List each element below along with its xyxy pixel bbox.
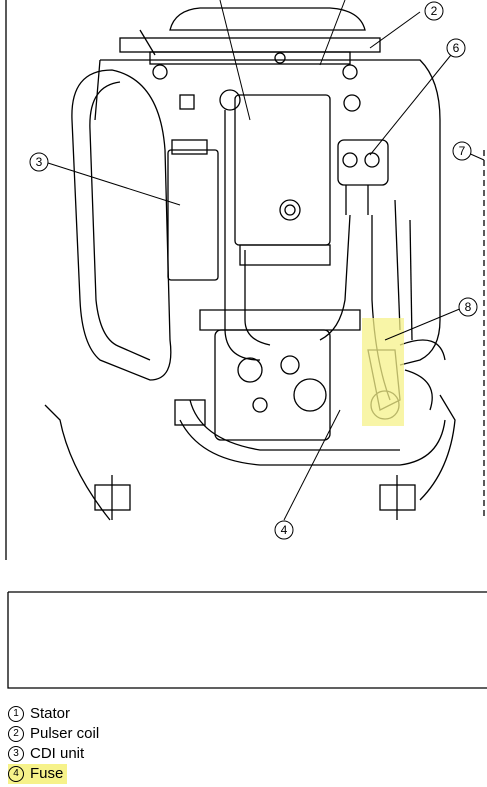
svg-text:6: 6 [453,41,460,55]
legend-label: Stator [30,705,71,722]
right-bracket [419,394,456,501]
legend-item-cdi-unit: 3 CDI unit [8,744,308,764]
legend-number: 1 [8,706,24,723]
legend-label: Fuse [30,765,64,782]
legend-item-stator: 1 Stator [8,704,308,724]
fuse-highlight [362,318,404,426]
svg-text:7: 7 [459,144,466,158]
legend-item-fuse: 4 Fuse [8,764,68,784]
legend-item-pulser-coil: 2 Pulser coil [8,724,308,744]
svg-text:8: 8 [465,300,472,314]
legend-number: 4 [8,766,24,783]
svg-text:4: 4 [281,523,288,537]
legend-number: 2 [8,726,24,743]
legend-label: CDI unit [30,745,85,762]
parts-legend: 1 Stator 2 Pulser coil 3 CDI unit 4 Fuse [8,704,308,784]
svg-text:3: 3 [36,155,43,169]
callout-6: 6 [446,38,466,58]
cdi-unit [167,149,219,281]
callout-3: 3 [29,152,49,172]
engine-wiring-diagram: 2 3 6 7 8 4 [5,0,487,689]
top-plate [119,37,381,53]
callout-2: 2 [424,1,444,21]
engine-body [94,59,441,366]
flywheel-cover [169,7,366,31]
left-bracket [44,404,111,521]
legend-number: 3 [8,746,24,763]
lower-box [7,591,487,689]
svg-text:2: 2 [431,4,438,18]
left-cowling [71,69,172,381]
pulser-connector [337,139,389,186]
callout-7: 7 [452,141,472,161]
callout-8: 8 [458,297,478,317]
bottom-block [214,329,331,441]
legend-label: Pulser coil [30,725,100,742]
callout-4: 4 [274,520,294,540]
